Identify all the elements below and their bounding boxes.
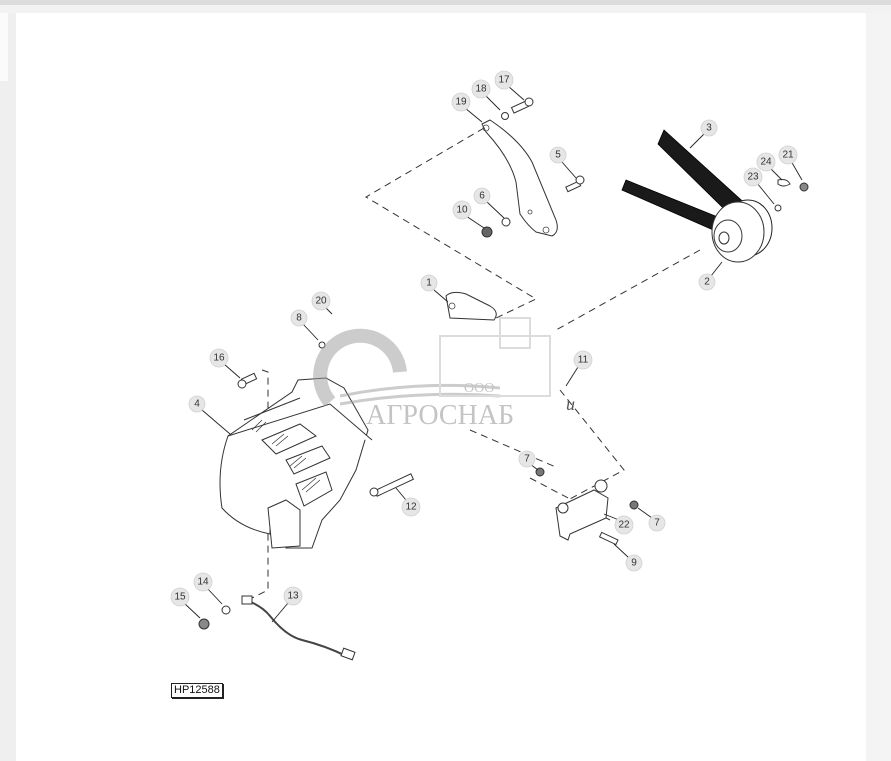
stray-glyph: u (566, 394, 575, 414)
bolt-12 (369, 473, 415, 497)
callout-bubble (471, 79, 491, 99)
callout-number: 22 (618, 520, 630, 531)
agrosnab-watermark: ООО АГРОСНАБ (313, 317, 551, 431)
callout-24: 24 (756, 152, 776, 172)
callout-number: 24 (760, 157, 772, 168)
callout-bubble (473, 187, 491, 205)
nut-10-washer-6 (481, 217, 511, 238)
callout-1: 1 (420, 274, 438, 292)
callout-9: 9 (625, 554, 643, 572)
callout-19: 19 (451, 92, 471, 112)
callout-number: 4 (194, 399, 200, 410)
callout-number: 15 (174, 592, 186, 603)
top-toolbar-strip (0, 0, 891, 5)
watermark-brand: АГРОСНАБ (366, 400, 514, 431)
callout-number: 18 (475, 84, 487, 95)
sensor-bracket-22 (535, 467, 639, 546)
callout-bubble (778, 145, 798, 165)
upper-bracket (481, 119, 558, 237)
figure-id-label: HP12588 (171, 683, 223, 698)
top-toolbar-shadow (0, 5, 891, 13)
callout-number: 14 (197, 577, 209, 588)
callout-number: 5 (555, 150, 561, 161)
bolt-17 (501, 97, 534, 120)
callout-number: 23 (747, 172, 759, 183)
left-side-panel (0, 13, 8, 81)
callout-number: 20 (315, 296, 327, 307)
callout-bubble (700, 119, 718, 137)
callout-17: 17 (494, 70, 514, 90)
callout-bubble (698, 273, 716, 291)
callout-bubble (494, 70, 514, 90)
callout-bubble (518, 450, 536, 468)
callout-23: 23 (743, 167, 763, 187)
leader-lines (183, 85, 803, 623)
right-scroll-gutter[interactable] (866, 13, 891, 761)
callout-7: 7 (648, 514, 666, 532)
callout-14: 14 (193, 572, 213, 592)
callout-22: 22 (614, 515, 634, 535)
callout-21: 21 (778, 145, 798, 165)
callout-number: 6 (479, 191, 485, 202)
pulley (711, 199, 773, 263)
callout-bubble (625, 554, 643, 572)
callout-bubble (573, 350, 593, 370)
callout-number: 19 (455, 97, 467, 108)
callout-16: 16 (209, 348, 229, 368)
callout-13: 13 (283, 586, 303, 606)
watermark-prefix: ООО (464, 381, 494, 396)
callout-bubble (648, 514, 666, 532)
sensor-cable-13 (198, 595, 356, 661)
callout-number: 21 (782, 150, 794, 161)
callout-number: 11 (578, 355, 589, 366)
callout-bubble (420, 274, 438, 292)
callout-5: 5 (549, 146, 567, 164)
callout-2: 2 (698, 273, 716, 291)
callout-number: 2 (704, 277, 710, 288)
callout-bubble (743, 167, 763, 187)
callout-4: 4 (188, 395, 206, 413)
callout-bubble (170, 587, 190, 607)
callout-bubble (283, 586, 303, 606)
callout-7: 7 (518, 450, 536, 468)
callout-bubble (193, 572, 213, 592)
callout-number: 16 (213, 353, 225, 364)
bolt-16 (237, 372, 258, 389)
callout-15: 15 (170, 587, 190, 607)
callout-bubble (452, 200, 472, 220)
callout-number: 10 (456, 205, 468, 216)
callout-bubble (401, 497, 421, 517)
callout-number: 1 (426, 278, 432, 289)
callout-bubble (614, 515, 634, 535)
callout-number: 7 (524, 454, 530, 465)
callout-bubble (290, 309, 308, 327)
housing-cover-4 (219, 377, 373, 549)
callout-bubble (188, 395, 206, 413)
callout-20: 20 (311, 291, 331, 311)
callout-bubble (311, 291, 331, 311)
callout-18: 18 (471, 79, 491, 99)
callout-bubble (451, 92, 471, 112)
mount-plate-1 (445, 291, 497, 321)
callout-number: 13 (287, 591, 299, 602)
callout-3: 3 (700, 119, 718, 137)
pulley-fasteners (774, 179, 809, 212)
callout-8: 8 (290, 309, 308, 327)
callout-bubble (549, 146, 567, 164)
callout-number: 17 (498, 75, 510, 86)
callout-number: 12 (405, 502, 417, 513)
bolt-5 (565, 175, 585, 193)
callout-6: 6 (473, 187, 491, 205)
callout-11: 11 (573, 350, 593, 370)
callout-number: 3 (706, 123, 712, 134)
callout-number: 9 (631, 558, 637, 569)
callout-bubble (209, 348, 229, 368)
callout-bubble (756, 152, 776, 172)
callout-number: 7 (654, 518, 660, 529)
callout-10: 10 (452, 200, 472, 220)
callout-12: 12 (401, 497, 421, 517)
callout-number: 8 (296, 313, 302, 324)
